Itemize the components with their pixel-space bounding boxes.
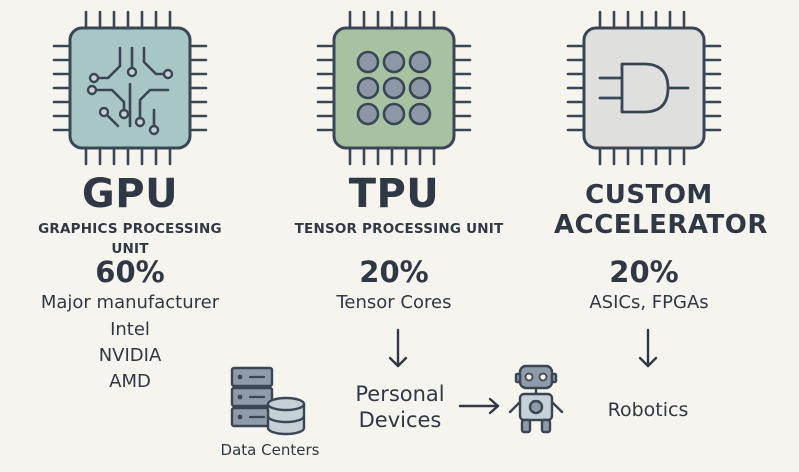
right-arrow-icon <box>458 397 500 415</box>
logic-gate-icon <box>598 62 690 114</box>
tpu-chip <box>314 8 474 168</box>
server-database-icon <box>230 366 306 436</box>
custom-down-arrow-icon <box>638 328 658 368</box>
custom-title-line-1: CUSTOM <box>585 180 713 210</box>
custom-item-asics-fpgas: ASICs, FPGAs <box>589 292 709 313</box>
gpu-title: GPU <box>81 171 179 217</box>
tpu-item-tensor-cores: Tensor Cores <box>336 292 452 313</box>
tpu-down-arrow-icon <box>388 328 408 368</box>
gpu-subtitle-line-2: UNIT <box>111 241 149 257</box>
dot-grid-icon <box>356 50 432 126</box>
gpu-chip <box>50 8 210 168</box>
personal-devices-line-2: Devices <box>358 408 442 432</box>
gpu-item-intel: Intel <box>110 319 150 340</box>
data-centers-label: Data Centers <box>220 441 320 459</box>
robot-icon <box>508 364 564 434</box>
gpu-subtitle-line-1: GRAPHICS PROCESSING <box>38 221 222 237</box>
tpu-percent: 20% <box>359 255 429 289</box>
tpu-subtitle: TENSOR PROCESSING UNIT <box>294 221 504 237</box>
gpu-item-nvidia: NVIDIA <box>98 345 162 366</box>
gpu-item-amd: AMD <box>109 371 151 392</box>
tpu-title: TPU <box>348 171 440 217</box>
custom-percent: 20% <box>609 255 679 289</box>
gpu-percent: 60% <box>95 255 165 289</box>
gpu-item-manufacturer: Major manufacturer <box>40 292 220 313</box>
robotics-label: Robotics <box>607 399 689 421</box>
custom-title-line-2: ACCELERATOR <box>554 210 768 240</box>
personal-devices-line-1: Personal <box>355 382 445 406</box>
custom-accelerator-chip <box>564 8 724 168</box>
